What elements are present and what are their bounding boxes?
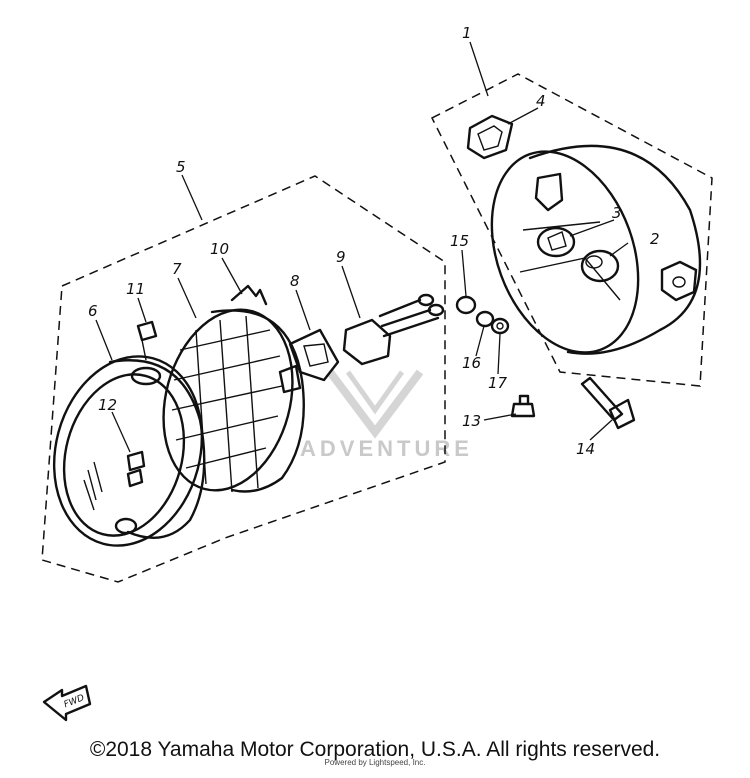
leader-lines [95,41,629,453]
callout-8: 8 [290,272,300,290]
headlight-housing [490,144,702,355]
callout-14: 14 [576,440,595,458]
grommet-right [660,260,698,302]
watermark: ADVENTURE [300,369,473,461]
spring-part-10 [230,284,268,306]
callout-12: 12 [98,396,117,414]
callout-10: 10 [210,240,229,258]
callout-13: 13 [462,412,481,430]
screw-part-13 [510,394,536,418]
assembly-boundary-1 [430,73,713,387]
clip-part-12 [126,450,146,488]
copyright-notice: ©2018 Yamaha Motor Corporation, U.S.A. A… [89,738,661,761]
assembly-boundary-5 [41,175,446,583]
callout-5: 5 [176,158,186,176]
screw-part-11 [136,320,158,361]
callout-11: 11 [126,280,145,298]
callout-6: 6 [88,302,98,320]
cover-part-8 [288,328,340,382]
powered-by-credit: Powered by Lightspeed, Inc. [324,758,426,767]
fwd-arrow-icon: FWD [42,684,92,722]
callout-1: 1 [462,24,472,42]
callout-7: 7 [172,260,182,278]
bolt-part-14 [580,376,636,430]
callout-17: 17 [488,374,508,392]
callout-4: 4 [536,92,546,110]
callout-15: 15 [450,232,469,250]
callout-9: 9 [336,248,346,266]
bulb-part-2 [580,249,620,283]
sealed-beam-unit [162,308,305,493]
washer-part-17 [490,317,510,335]
nut-part-15 [455,295,477,315]
headlight-rim [52,355,206,547]
grommet-part-4 [466,114,514,160]
connector-part-9 [342,293,445,366]
socket-part-3 [536,226,576,258]
callout-2: 2 [650,230,660,248]
callout-16: 16 [462,354,481,372]
washer-part-16 [475,310,495,328]
callout-3: 3 [612,204,622,222]
watermark-text: ADVENTURE [300,436,473,461]
